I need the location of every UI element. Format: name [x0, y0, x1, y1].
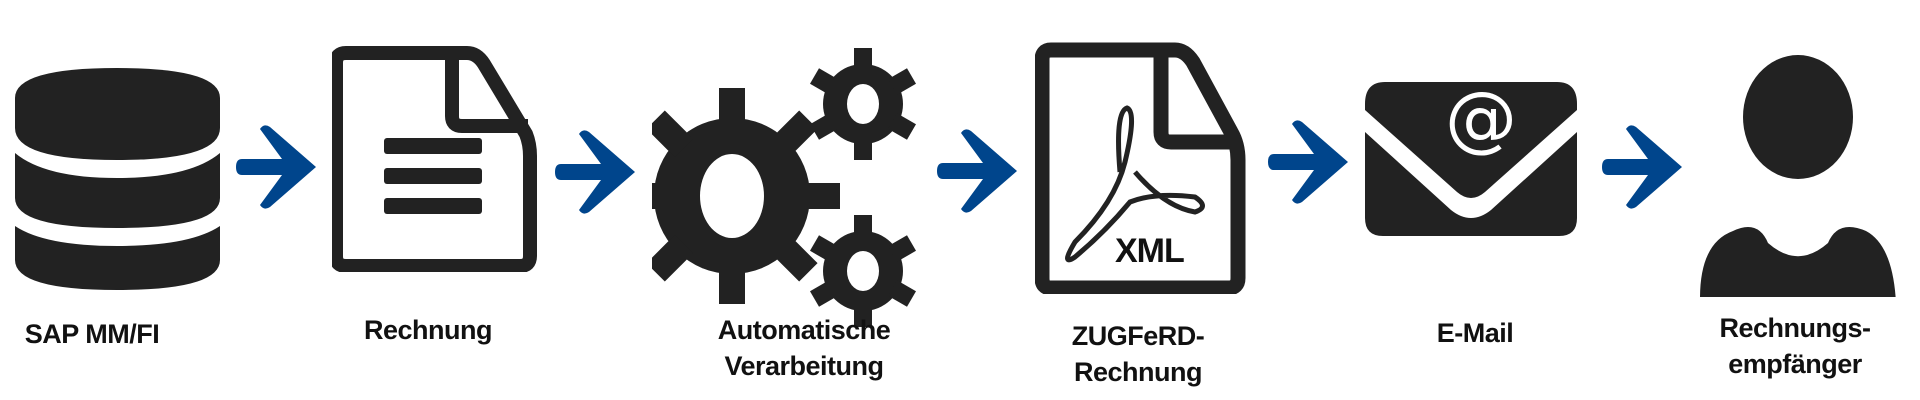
- document-icon: [332, 46, 537, 272]
- arrow-right-icon: [555, 130, 635, 214]
- step-label-zugferd: ZUGFeRD- Rechnung: [988, 318, 1288, 390]
- label-line: SAP MM/FI: [24, 319, 160, 349]
- label-line: E-Mail: [1436, 318, 1514, 348]
- label-line: Rechnungs-: [1719, 313, 1871, 343]
- gears-icon: [652, 48, 916, 327]
- label-line: Rechnung: [364, 315, 493, 345]
- at-sign-icon: @: [1445, 76, 1517, 160]
- pdf-xml-document-icon: [1035, 42, 1246, 294]
- label-line: ZUGFeRD-: [1071, 321, 1205, 351]
- step-label-rechnung: Rechnung: [278, 312, 578, 348]
- database-icon: [15, 68, 220, 290]
- arrow-right-icon: [236, 125, 316, 209]
- step-label-empfaenger: Rechnungs-empfänger: [1645, 310, 1920, 382]
- step-label-email: E-Mail: [1325, 315, 1625, 351]
- email-envelope-icon: [1365, 82, 1577, 236]
- label-line: Rechnung: [1074, 357, 1203, 387]
- label-line: Verarbeitung: [724, 351, 884, 381]
- pdf-xml-document: XML: [1035, 42, 1247, 294]
- label-line: empfänger: [1728, 349, 1862, 379]
- person-icon: [1700, 55, 1896, 297]
- arrow-right-icon: [937, 129, 1017, 213]
- arrow-right-icon: [1602, 125, 1682, 209]
- email-envelope: @: [1365, 76, 1577, 236]
- arrow-right-icon: [1268, 120, 1348, 204]
- label-line: Automatische: [717, 315, 891, 345]
- xml-badge: XML: [1115, 232, 1185, 270]
- step-label-sap: SAP MM/FI: [0, 316, 242, 352]
